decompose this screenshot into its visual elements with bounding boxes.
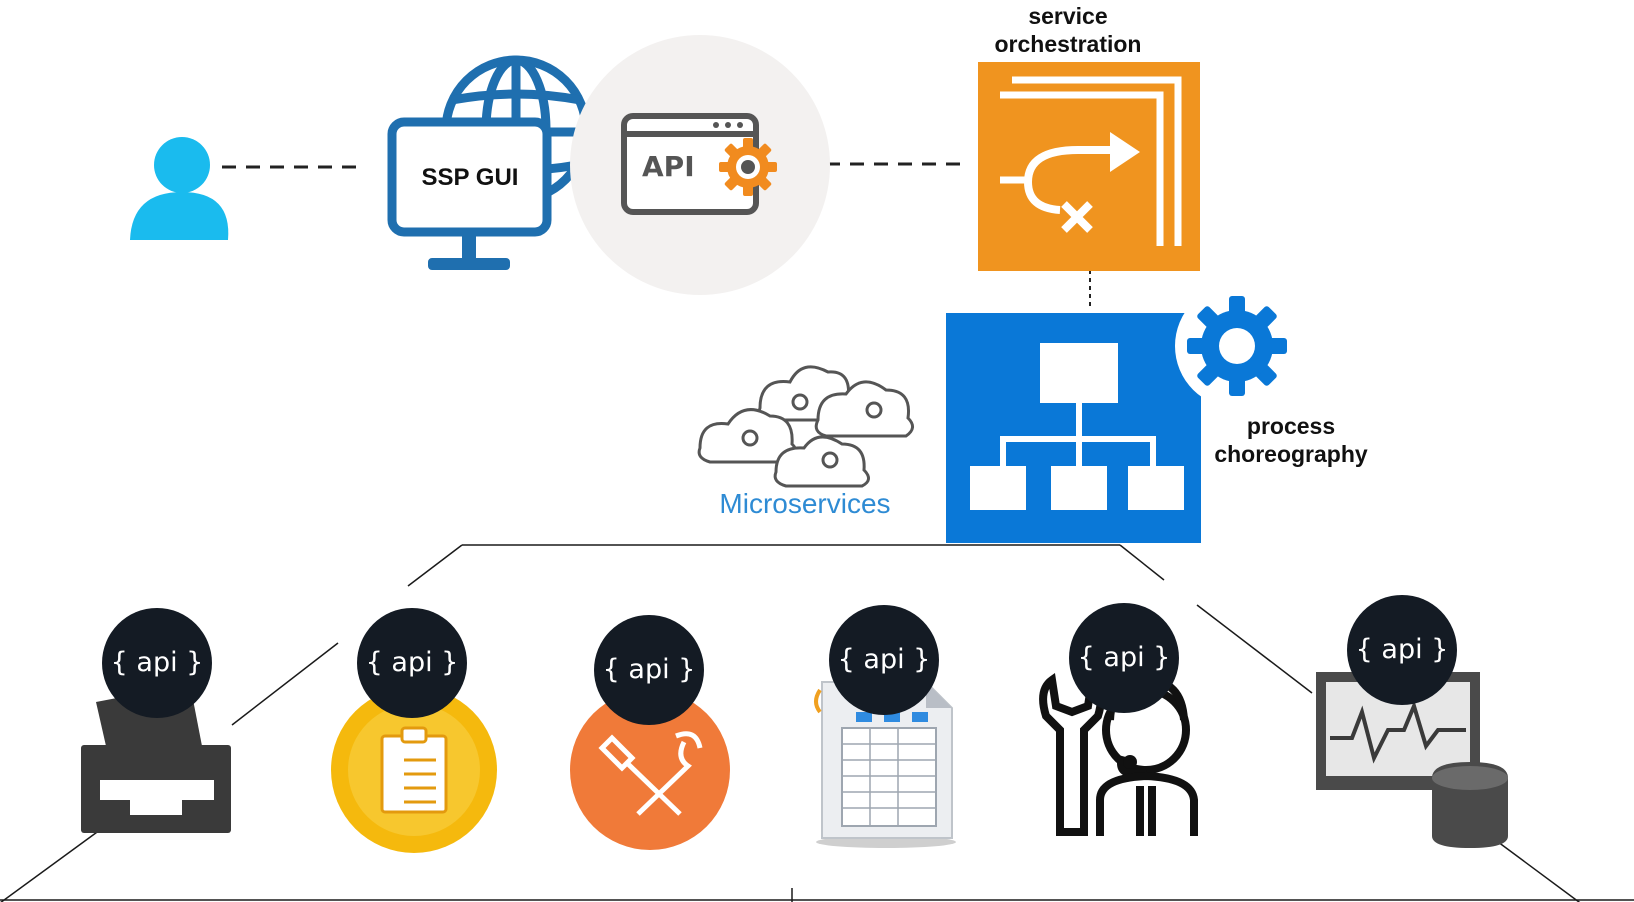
api-badge-text-6: { api } (1355, 634, 1449, 665)
connector-lines (222, 162, 1091, 308)
api-badge-6 (1347, 595, 1457, 705)
platform-outline (0, 544, 1634, 902)
clipboard-icon (331, 687, 497, 853)
user-icon (130, 137, 229, 240)
process-choreography-label: process choreography (1196, 412, 1386, 468)
monitor-database-icon (1316, 672, 1508, 848)
hierarchy-gear-icon (946, 284, 1299, 543)
api-badge-text-5: { api } (1077, 642, 1171, 673)
tools-icon (570, 690, 730, 850)
api-badge-text-4: { api } (837, 644, 931, 675)
api-badge-1 (102, 608, 212, 718)
process-choreography-line-1: process (1246, 413, 1336, 439)
service-orchestration-line-1: service (1028, 3, 1108, 29)
headset-mic-dot (1123, 755, 1137, 769)
cloud-gear-marks (741, 393, 883, 469)
api-badge-5 (1069, 603, 1179, 713)
api-badges (102, 595, 1457, 725)
cloud-gears-icon (697, 365, 914, 488)
api-badge-text-3: { api } (602, 654, 696, 685)
process-choreography-line-2: choreography (1214, 441, 1368, 467)
api-badge-2 (357, 608, 467, 718)
service-orchestration-line-2: orchestration (994, 31, 1142, 57)
api-badge-text-1: { api } (110, 647, 204, 678)
microservices-label: Microservices (719, 488, 891, 519)
api-badge-text-2: { api } (365, 647, 459, 678)
orchestration-icon (978, 62, 1200, 271)
service-orchestration-label: service orchestration (968, 2, 1168, 58)
api-gateway-label: API (642, 150, 695, 183)
inbox-tray-icon (81, 684, 231, 833)
monitor-globe-icon (387, 55, 591, 270)
api-badge-4 (829, 605, 939, 715)
spreadsheet-icon (814, 681, 956, 848)
ssp-gui-label: SSP GUI (421, 164, 519, 191)
api-badge-3 (594, 615, 704, 725)
api-gear-icon (570, 35, 830, 295)
